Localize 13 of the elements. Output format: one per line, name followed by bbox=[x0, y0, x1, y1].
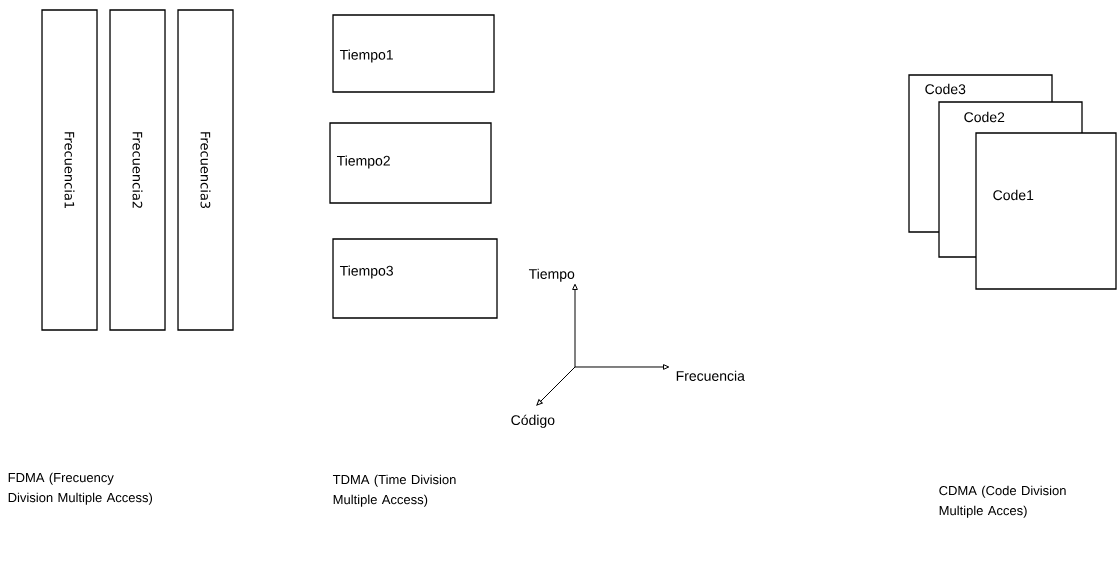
time-slot-box: Tiempo2 bbox=[329, 122, 492, 204]
time-slot-box: Tiempo1 bbox=[332, 14, 495, 93]
access-method-label: TDMA (Time Division Multiple Access) bbox=[332, 474, 456, 507]
time-slot-box: Tiempo3 bbox=[332, 238, 498, 319]
code-box: Code1 bbox=[975, 132, 1117, 290]
frequency-band: Frecuencia1 bbox=[41, 9, 98, 331]
frequency-band: Frecuencia3 bbox=[177, 9, 234, 331]
axis-label: Frecuencia bbox=[676, 370, 745, 381]
axis-label: Tiempo bbox=[528, 268, 575, 282]
axis-label: Código bbox=[511, 414, 555, 428]
access-method-label: FDMA (Frecuency Division Multiple Access) bbox=[8, 472, 153, 505]
access-method-label: CDMA (Code Division Multiple Acces) bbox=[939, 485, 1066, 518]
frequency-band: Frecuencia2 bbox=[109, 9, 166, 331]
